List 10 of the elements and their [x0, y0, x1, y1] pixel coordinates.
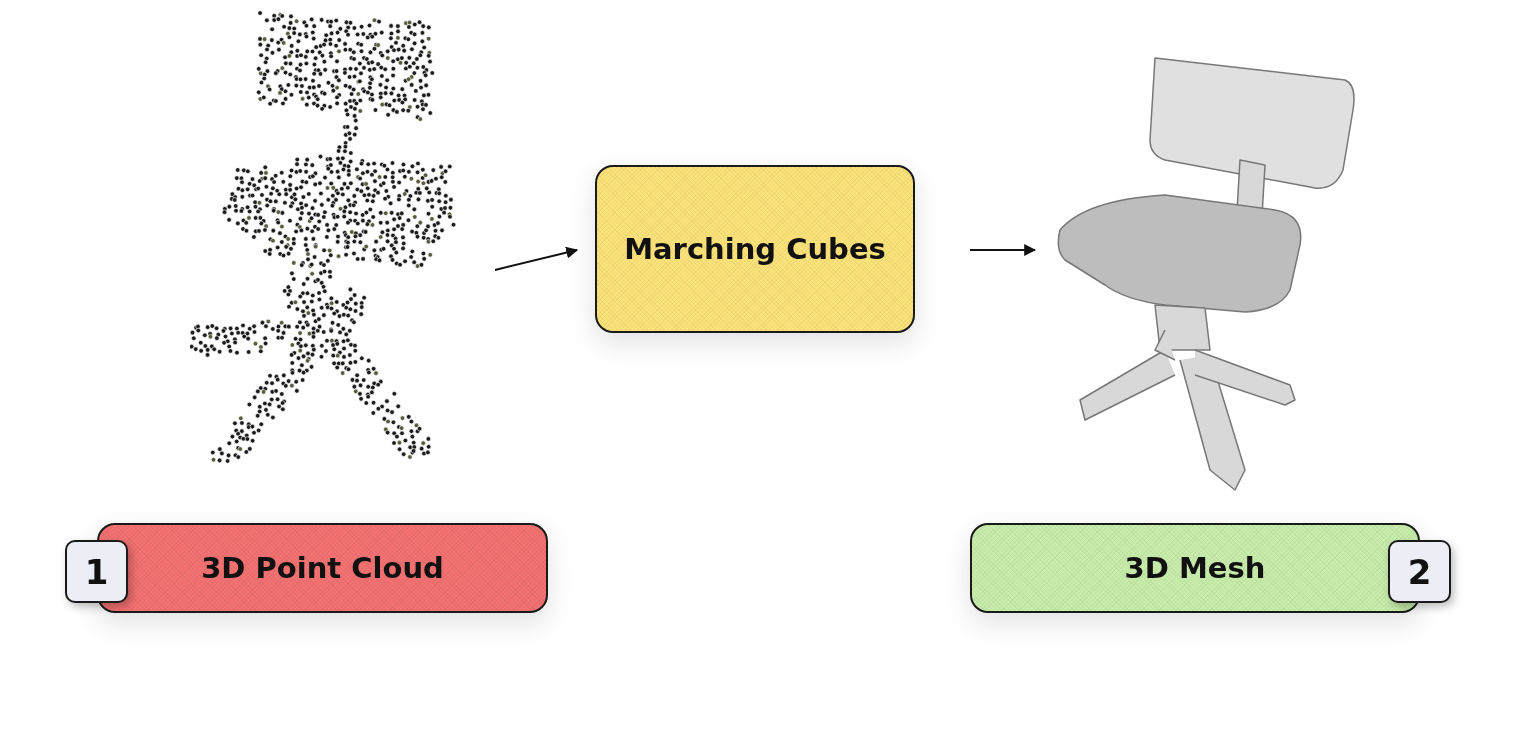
step-number: 2	[1407, 551, 1432, 592]
process-box	[595, 165, 915, 333]
number-badge	[65, 540, 128, 603]
step-number: 1	[84, 551, 109, 592]
box-label: Marching Cubes	[624, 232, 886, 266]
arrow	[969, 244, 1037, 256]
number-badge	[1388, 540, 1451, 603]
arrow	[494, 246, 579, 271]
box-label: 3D Point Cloud	[201, 551, 444, 585]
box-label: 3D Mesh	[1124, 551, 1266, 585]
